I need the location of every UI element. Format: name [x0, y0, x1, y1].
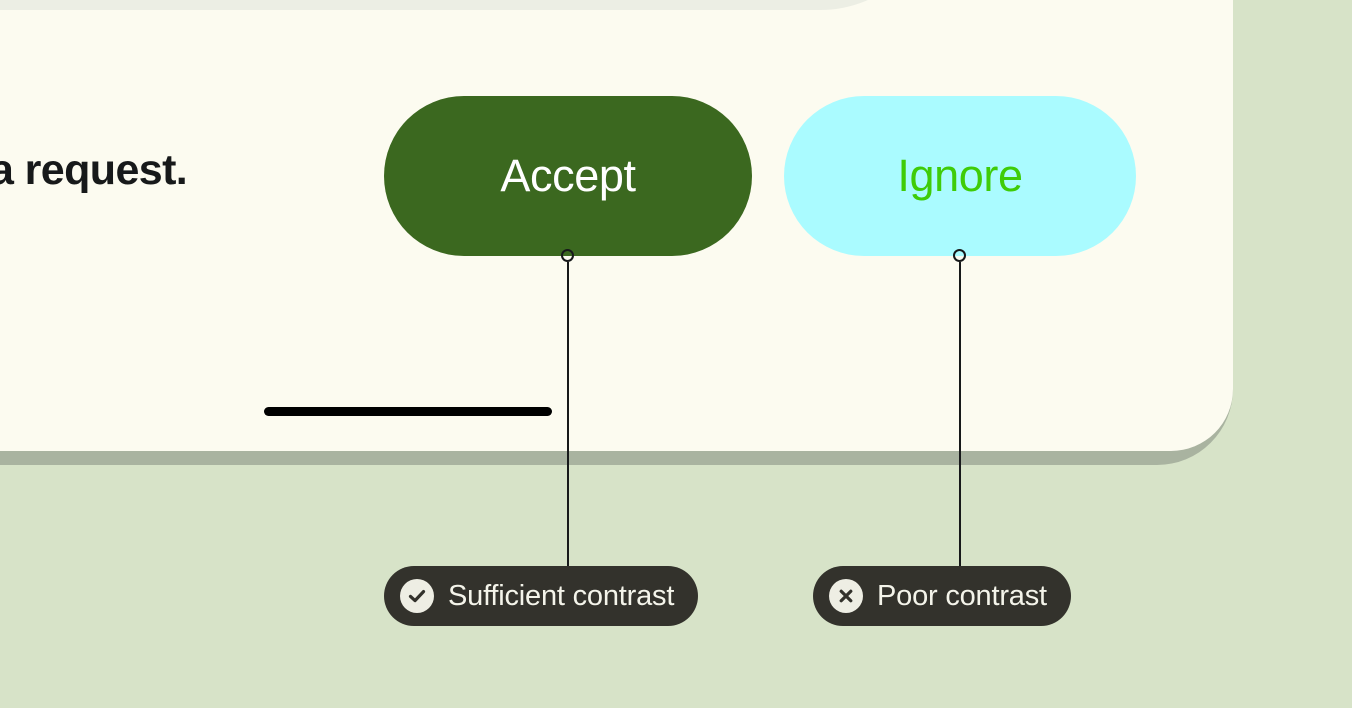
leader-line-ignore [959, 262, 961, 567]
content-card-main [0, 0, 940, 10]
x-circle-icon [829, 579, 863, 613]
accept-button[interactable]: Accept [384, 96, 752, 256]
leader-dot-ignore [953, 249, 966, 262]
leader-line-accept [567, 262, 569, 567]
leader-dot-accept [561, 249, 574, 262]
callout-sufficient-contrast: Sufficient contrast [384, 566, 699, 626]
ignore-button[interactable]: Ignore [784, 96, 1136, 256]
callout-label-poor: Poor contrast [877, 579, 1047, 612]
request-text: a request. [0, 146, 188, 194]
check-circle-icon [400, 579, 434, 613]
home-indicator [264, 407, 552, 416]
callout-poor-contrast: Poor contrast [813, 566, 1071, 626]
callout-label-sufficient: Sufficient contrast [448, 579, 675, 612]
